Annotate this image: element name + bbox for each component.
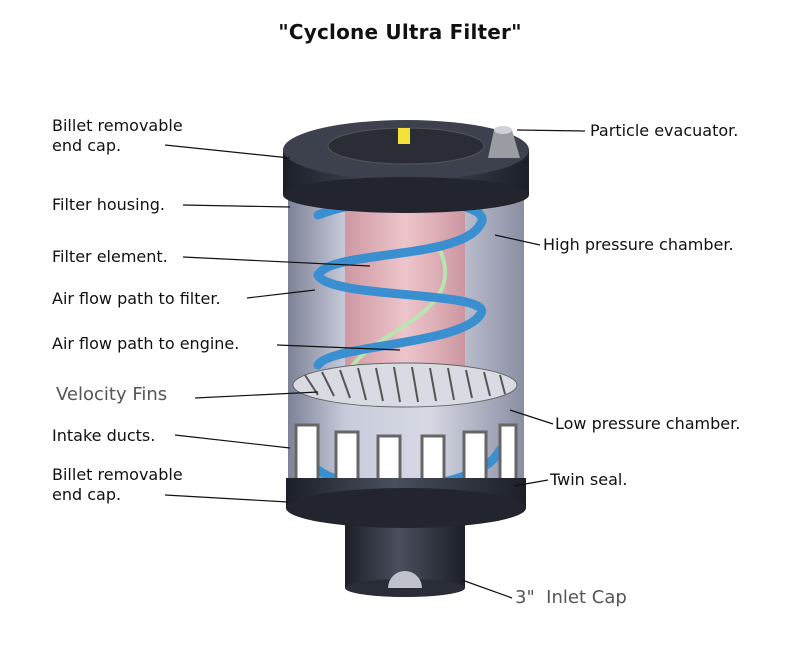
label-air-flow-to-filter: Air flow path to filter. [52, 289, 221, 308]
inlet-cap-shape [345, 520, 465, 597]
label-velocity-fins: Velocity Fins [56, 384, 168, 405]
label-high-pressure-chamber: High pressure chamber. [543, 235, 734, 254]
top-end-cap-shape [283, 120, 529, 213]
label-billet-top-line1: Billet removable [52, 116, 183, 135]
label-filter-element: Filter element. [52, 247, 168, 266]
engine-flow-path [343, 249, 448, 381]
intake-ducts-shape [294, 423, 518, 493]
label-filter-housing: Filter housing. [52, 195, 165, 214]
label-billet-top-line2: end cap. [52, 136, 122, 155]
label-low-pressure-chamber: Low pressure chamber. [555, 414, 741, 433]
velocity-fins-shape [292, 362, 518, 408]
label-particle-evacuator: Particle evacuator. [590, 121, 739, 140]
label-twin-seal: Twin seal. [550, 470, 628, 489]
label-billet-bottom-line1: Billet removable [52, 465, 183, 484]
label-air-flow-to-engine: Air flow path to engine. [52, 334, 240, 353]
leader-lines [164, 129, 586, 599]
label-billet-bottom-line2: end cap. [52, 485, 122, 504]
bottom-end-cap-shape [286, 478, 526, 528]
label-inlet-cap: 3" Inlet Cap [515, 587, 627, 608]
diagram-title: "Cyclone Ultra Filter" [278, 20, 522, 44]
label-intake-ducts: Intake ducts. [52, 426, 156, 445]
